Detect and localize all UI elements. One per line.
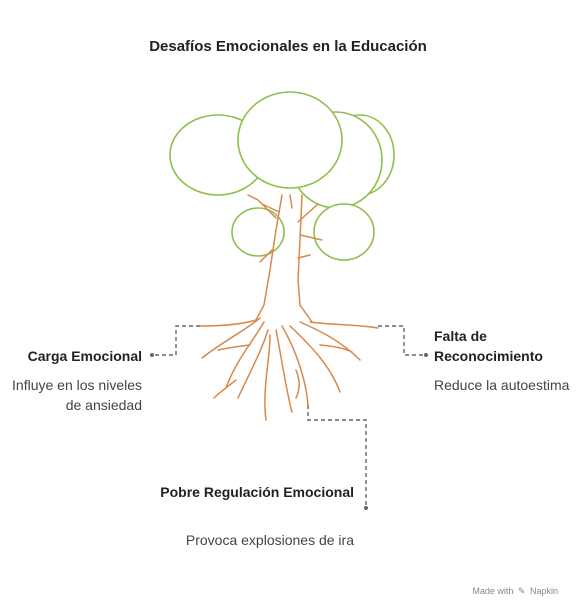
diagram-title: Desafíos Emocionales en la Educación bbox=[149, 38, 427, 55]
footer-brand: Napkin bbox=[529, 586, 558, 596]
tree-roots bbox=[199, 317, 379, 421]
tree-crown bbox=[169, 91, 395, 261]
desc-carga-emocional: Influye en los niveles de ansiedad bbox=[12, 377, 142, 413]
connector-carga-dot bbox=[150, 353, 154, 357]
footer-prefix: Made with bbox=[472, 586, 514, 596]
connector-pobre bbox=[307, 405, 367, 506]
tree-trunk bbox=[247, 194, 323, 323]
label-pobre-regulacion: Pobre Regulación Emocional bbox=[160, 484, 354, 500]
connector-carga bbox=[154, 325, 200, 356]
label-falta-reconocimiento: Falta de Reconocimiento bbox=[434, 328, 543, 364]
desc-pobre-regulacion: Provoca explosiones de ira bbox=[185, 532, 354, 548]
desc-falta-reconocimiento: Reduce la autoestima bbox=[434, 377, 570, 393]
label-carga-emocional: Carga Emocional bbox=[27, 348, 142, 364]
footer-credit: Made with ✎ Napkin bbox=[472, 586, 558, 597]
connector-falta-dot bbox=[424, 353, 428, 357]
napkin-logo-icon: ✎ bbox=[517, 586, 526, 596]
connector-pobre-dot bbox=[364, 506, 368, 510]
connector-falta bbox=[378, 325, 424, 356]
